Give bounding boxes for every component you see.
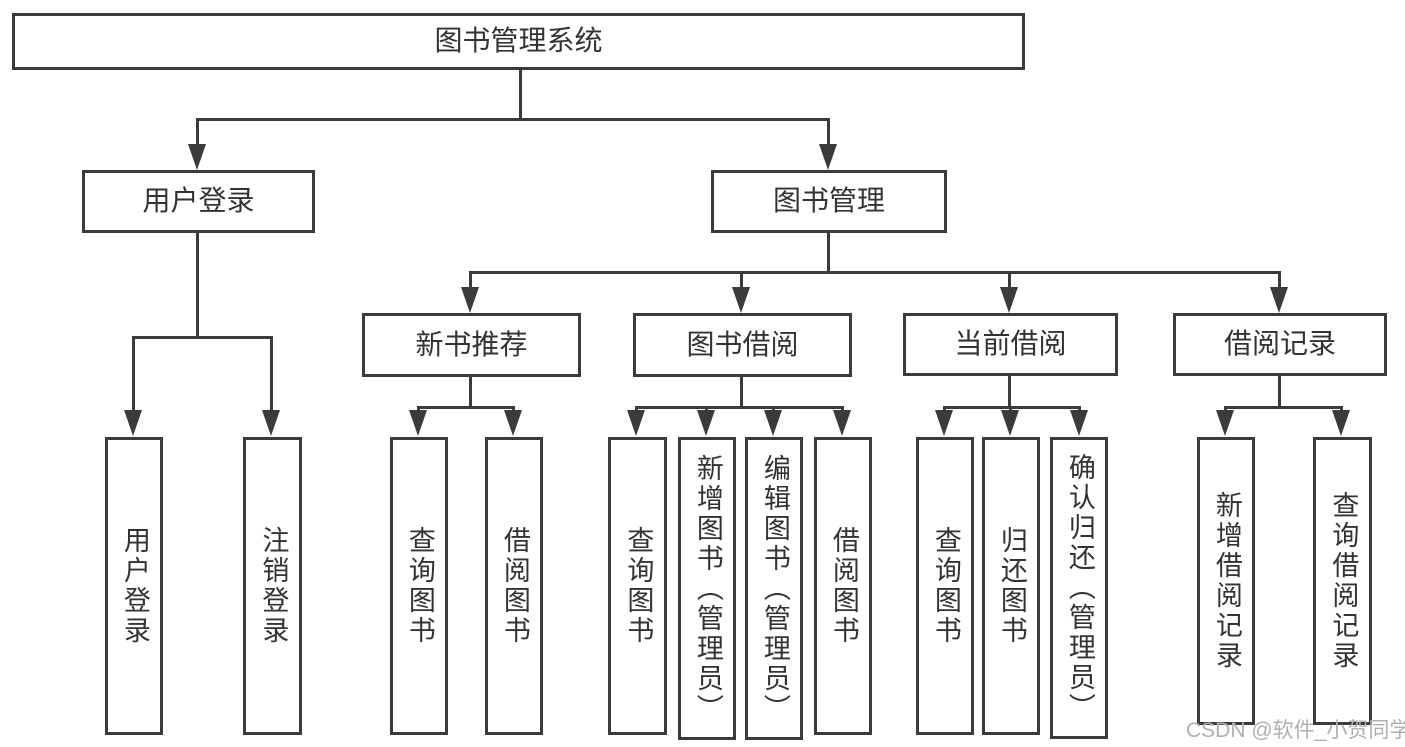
connector-stem (1008, 376, 1011, 409)
connector-drop (1278, 273, 1281, 289)
connector-split (943, 406, 1081, 409)
leaf-borrow-books-recommend: 借阅图书 (485, 437, 543, 735)
arrow-down-icon (1000, 287, 1018, 313)
node-user-login: 用户登录 (82, 170, 315, 233)
leaf-query-borrow-record: 查询借阅记录 (1313, 437, 1372, 725)
leaf-confirm-return-admin: 确认归还（管理员） (1050, 437, 1108, 739)
connector-bookmgmt-stem (827, 233, 830, 274)
node-book-borrowing: 图书借阅 (633, 313, 852, 377)
arrow-down-icon (1332, 410, 1350, 436)
node-library-system: 图书管理系统 (12, 13, 1025, 70)
connector-drop (740, 273, 743, 289)
arrow-down-icon (833, 410, 851, 436)
connector-level3-rail (469, 271, 1281, 274)
arrow-down-icon (1270, 287, 1288, 313)
connector-split (1224, 406, 1343, 409)
connector-split (635, 406, 844, 409)
leaf-user-login: 用户登录 (105, 437, 163, 735)
connector-userlogin-stem (196, 233, 199, 339)
connector-root-stem (519, 70, 522, 121)
leaf-borrow-books: 借阅图书 (814, 437, 872, 735)
arrow-down-icon (188, 144, 206, 170)
connector-split (132, 336, 273, 339)
connector-drop (1008, 273, 1011, 289)
arrow-down-icon (732, 287, 750, 313)
connector-split (417, 406, 515, 409)
arrow-down-icon (819, 144, 837, 170)
connector-drop (469, 273, 472, 289)
node-book-management: 图书管理 (711, 170, 947, 233)
arrow-down-icon (627, 410, 645, 436)
connector-stem (1278, 376, 1281, 409)
node-current-borrowing: 当前借阅 (903, 313, 1118, 376)
arrow-down-icon (504, 410, 522, 436)
watermark: CSDN @软件_小贺同学 (1186, 719, 1405, 742)
connector-drop (827, 120, 830, 148)
connector-level2-rail (196, 118, 830, 121)
arrow-down-icon (935, 410, 953, 436)
connector-drop (196, 120, 199, 148)
connector-stem (740, 377, 743, 409)
connector-stem (469, 377, 472, 409)
connector-drop (132, 336, 135, 414)
leaf-edit-books-admin: 编辑图书（管理员） (745, 437, 803, 740)
arrow-down-icon (1070, 410, 1088, 436)
leaf-return-books: 归还图书 (982, 437, 1040, 735)
leaf-add-borrow-record: 新增借阅记录 (1197, 437, 1255, 725)
arrow-down-icon (124, 410, 142, 436)
arrow-down-icon (1216, 410, 1234, 436)
connector-drop (270, 336, 273, 414)
arrow-down-icon (461, 287, 479, 313)
node-new-book-recommendation: 新书推荐 (362, 313, 581, 377)
leaf-query-books-borrowing: 查询图书 (608, 437, 667, 735)
node-borrowing-records: 借阅记录 (1173, 313, 1387, 376)
arrow-down-icon (409, 410, 427, 436)
leaf-query-books-recommend: 查询图书 (390, 437, 448, 735)
leaf-logout: 注销登录 (243, 437, 302, 735)
arrow-down-icon (764, 410, 782, 436)
leaf-add-books-admin: 新增图书（管理员） (678, 437, 736, 740)
arrow-down-icon (1001, 410, 1019, 436)
arrow-down-icon (262, 410, 280, 436)
arrow-down-icon (697, 410, 715, 436)
leaf-query-books-current: 查询图书 (916, 437, 974, 735)
